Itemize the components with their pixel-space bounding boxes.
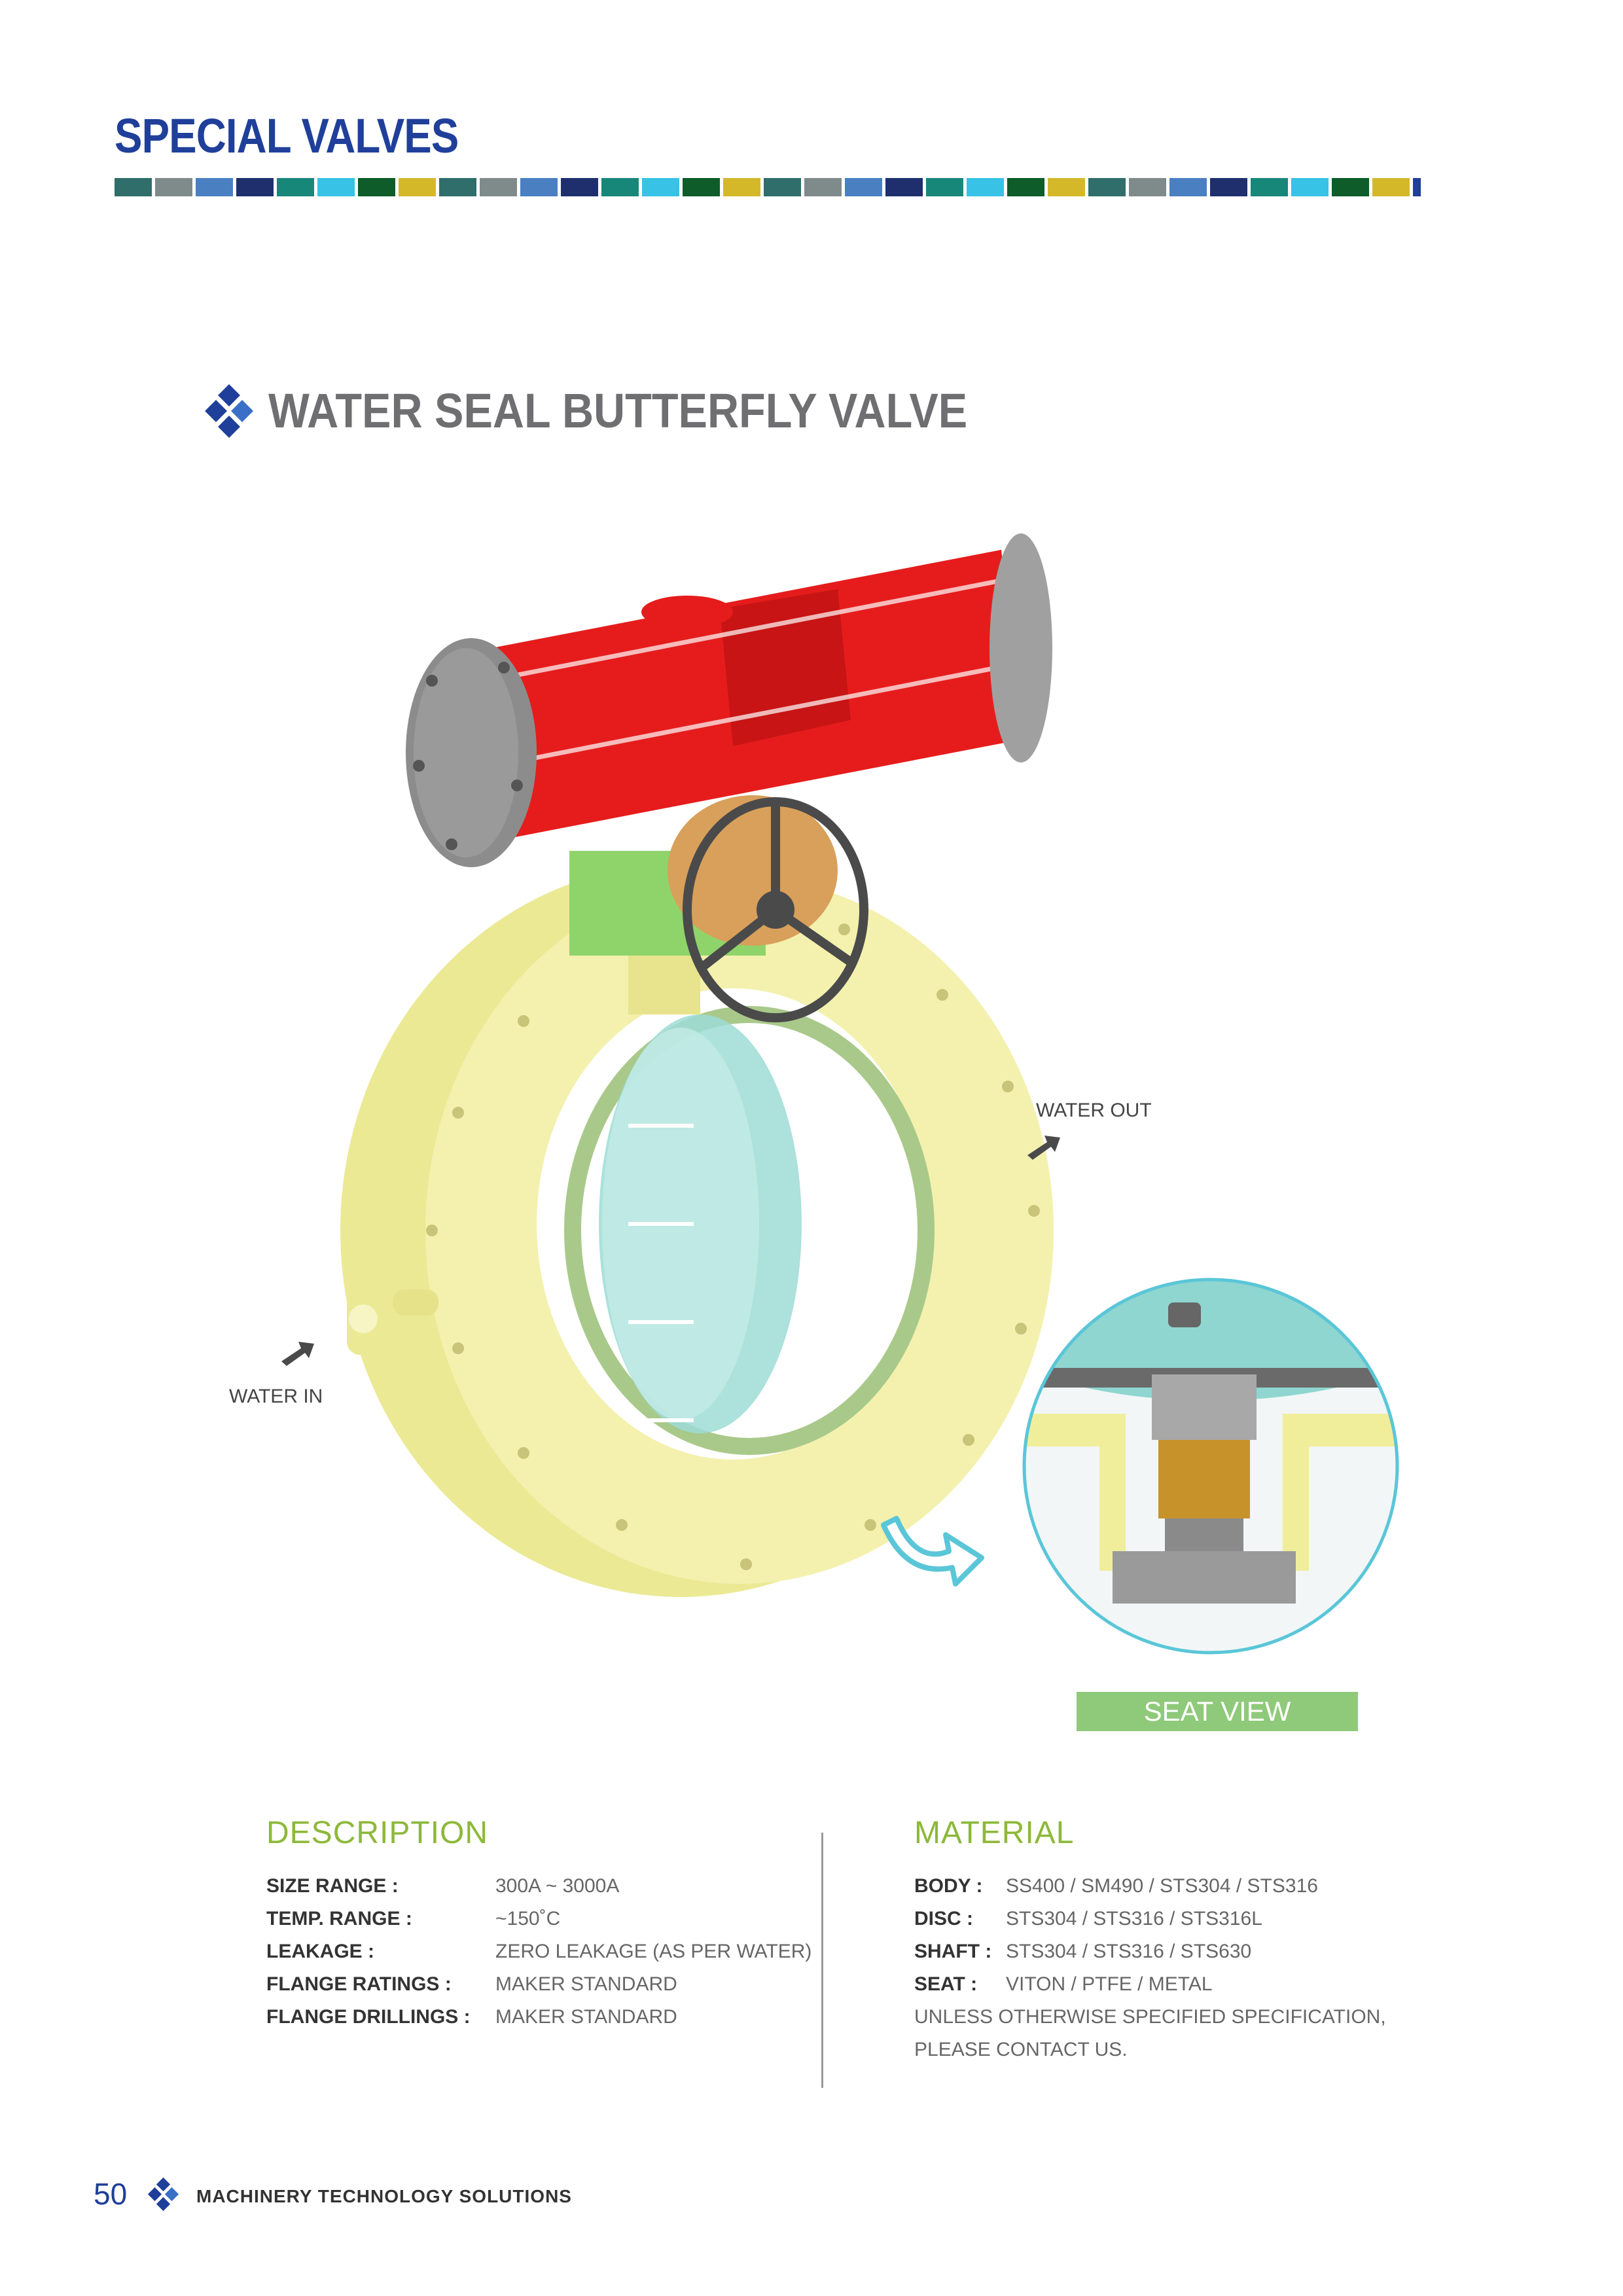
blue-diamond-cluster-icon [147,2177,180,2212]
description-label: TEMP. RANGE : [266,1908,412,1929]
material-label: SHAFT : [914,1941,992,1962]
handwheel [683,797,868,1022]
valve-illustration [281,533,1399,1655]
color-strip-swatch [155,178,192,196]
color-strip-swatch [358,178,395,196]
color-strip-swatch [561,178,598,196]
color-strip-swatch [1210,178,1247,196]
color-strip-swatch [439,178,476,196]
color-strip-swatch [520,178,558,196]
footer-text: MACHINERY TECHNOLOGY SOLUTIONS [196,2186,572,2206]
column-divider [821,1833,823,2088]
water-out-arrow-icon [1027,1136,1060,1160]
color-strip-swatch [926,178,963,196]
product-heading: WATER SEAL BUTTERFLY VALVE [203,383,1045,439]
color-strip-swatch [196,178,233,196]
color-strip-swatch [967,178,1004,196]
seat-view-detail [1022,1278,1399,1655]
color-strip-swatch [1169,178,1207,196]
description-value: ~150˚C [495,1908,561,1929]
color-strip-swatch [642,178,679,196]
description-label: FLANGE DRILLINGS : [266,2006,471,2028]
color-strip-swatch [1332,178,1369,196]
color-strip-swatch [885,178,923,196]
seat-view-arrow-icon [881,1516,984,1587]
seat-view-badge: SEAT VIEW [1077,1692,1358,1731]
color-strip-swatch [1372,178,1410,196]
water-in-label: WATER IN [229,1386,323,1407]
color-strip-swatch [1251,178,1288,196]
blue-diamond-cluster-icon [203,384,255,438]
description-label: SIZE RANGE : [266,1875,399,1897]
color-strip-end [1413,178,1421,196]
color-strip-swatch [601,178,639,196]
color-strip-swatch [804,178,842,196]
material-value: STS304 / STS316 / STS316L [1006,1908,1262,1929]
water-in-arrow-icon [281,1342,314,1366]
description-title: DESCRIPTION [266,1816,489,1850]
color-strip-swatch [723,178,760,196]
color-strip-swatch [1129,178,1166,196]
material-value: VITON / PTFE / METAL [1006,1973,1213,1995]
description-value: MAKER STANDARD [495,2006,677,2028]
color-strip-swatch [764,178,801,196]
material-title: MATERIAL [914,1816,1075,1850]
material-note: PLEASE CONTACT US. [914,2039,1128,2060]
material-value: STS304 / STS316 / STS630 [1006,1941,1252,1962]
description-label: LEAKAGE : [266,1941,374,1962]
material-note: UNLESS OTHERWISE SPECIFIED SPECIFICATION… [914,2006,1386,2028]
color-strip [115,178,1424,196]
color-strip-swatch [480,178,517,196]
description-label: FLANGE RATINGS : [266,1973,452,1995]
color-strip-swatch [236,178,274,196]
color-strip-swatch [1291,178,1329,196]
inlet-port [347,1283,438,1355]
color-strip-swatch [1088,178,1126,196]
color-strip-swatch [317,178,355,196]
material-label: SEAT : [914,1973,978,1995]
material-value: SS400 / SM490 / STS304 / STS316 [1006,1875,1318,1897]
description-value: MAKER STANDARD [495,1973,677,1995]
description-value: ZERO LEAKAGE (AS PER WATER) [495,1941,812,1962]
color-strip-swatch [845,178,882,196]
page-number: 50 [94,2177,128,2211]
material-label: BODY : [914,1875,983,1897]
color-strip-swatch [1048,178,1085,196]
product-title: WATER SEAL BUTTERFLY VALVE [268,384,968,438]
color-strip-swatch [399,178,436,196]
material-label: DISC : [914,1908,973,1929]
section-title: SPECIAL VALVES [115,109,459,163]
color-strip-swatch [1007,178,1044,196]
pneumatic-actuator [406,533,1052,867]
description-value: 300A ~ 3000A [495,1875,620,1897]
color-strip-swatch [277,178,314,196]
valve-disc [599,1014,802,1433]
color-strip-swatch [115,178,152,196]
color-strip-swatch [683,178,720,196]
water-out-label: WATER OUT [1036,1100,1152,1121]
